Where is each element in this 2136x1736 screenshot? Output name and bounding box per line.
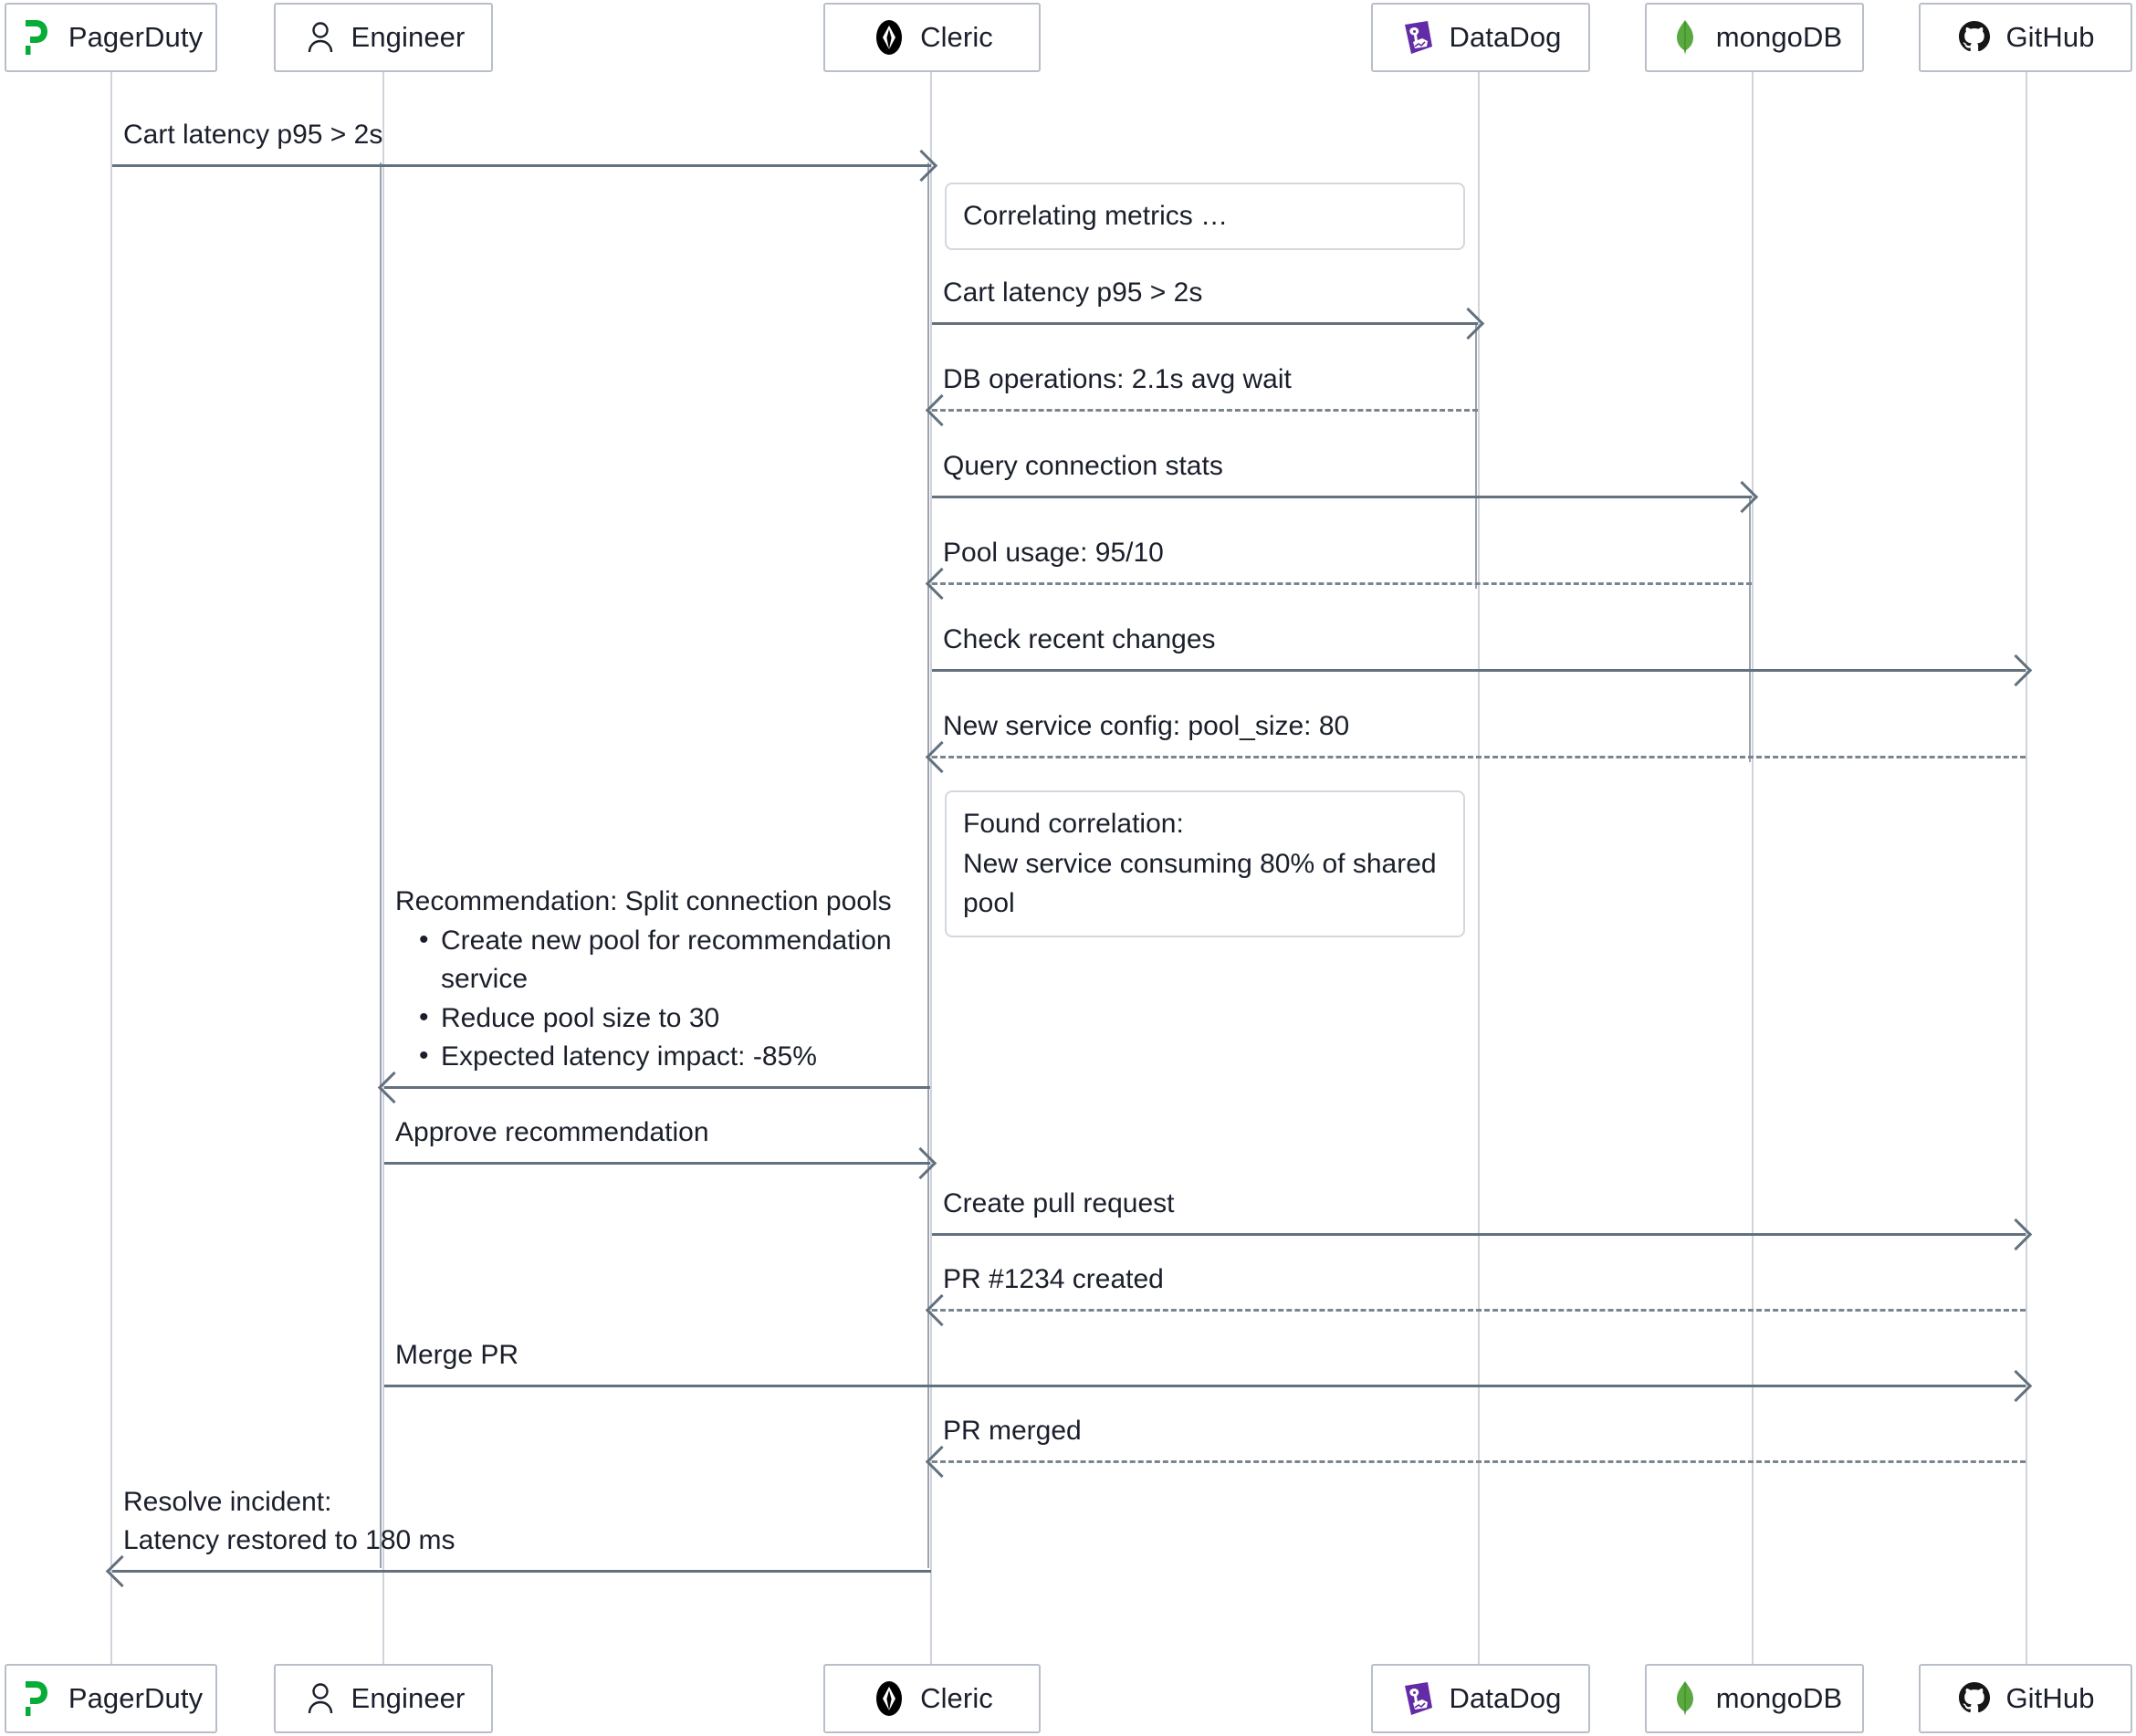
- datadog-icon: [1399, 1680, 1436, 1717]
- participant-label: Engineer: [351, 1682, 466, 1714]
- pagerduty-icon: [19, 19, 56, 56]
- list-item: Create new pool for recommendation servi…: [419, 921, 930, 999]
- message-line: [932, 582, 1752, 585]
- participant-label: Engineer: [351, 21, 466, 53]
- datadog-icon: [1399, 19, 1436, 56]
- message-line: [932, 1309, 2026, 1312]
- message-line: [932, 756, 2026, 758]
- lifeline-engineer: [382, 69, 384, 1665]
- participant-label: DataDog: [1449, 21, 1562, 53]
- github-icon: [1956, 19, 1993, 56]
- participant-header-pagerduty[interactable]: PagerDuty: [5, 3, 217, 72]
- mongodb-icon: [1667, 1680, 1703, 1717]
- message-label: Pool usage: 95/10: [943, 538, 1164, 569]
- participant-label: Cleric: [920, 21, 993, 53]
- message-line: [112, 164, 931, 167]
- message-label: Approve recommendation: [395, 1117, 709, 1148]
- participant-footer-cleric[interactable]: Cleric: [823, 1664, 1041, 1733]
- list-item: Reduce pool size to 30: [419, 999, 930, 1039]
- message-label: Cart latency p95 > 2s: [943, 277, 1203, 309]
- mongodb-icon: [1667, 19, 1703, 56]
- message-label: Create pull request: [943, 1188, 1175, 1219]
- participant-header-cleric[interactable]: Cleric: [823, 3, 1041, 72]
- participant-label: DataDog: [1449, 1682, 1562, 1714]
- lifeline-pagerduty: [110, 69, 112, 1665]
- participant-footer-engineer[interactable]: Engineer: [274, 1664, 493, 1733]
- message-line: [932, 669, 2026, 672]
- person-icon: [302, 19, 339, 56]
- recommendation-title: Recommendation: Split connection pools: [395, 886, 892, 917]
- message-label: Merge PR: [395, 1340, 519, 1371]
- participant-label: mongoDB: [1715, 1682, 1843, 1714]
- lifeline-mongodb: [1752, 69, 1754, 1665]
- resolve-line-1: Resolve incident:: [123, 1486, 332, 1517]
- message-line: [384, 1162, 930, 1165]
- message-label: DB operations: 2.1s avg wait: [943, 364, 1292, 395]
- cleric-icon: [871, 19, 907, 56]
- message-label: Query connection stats: [943, 451, 1223, 482]
- recommendation-bullet-list: Create new pool for recommendation servi…: [395, 921, 930, 1077]
- pagerduty-icon: [19, 1680, 56, 1717]
- message-label: PR #1234 created: [943, 1264, 1164, 1295]
- message-line: [932, 496, 1752, 498]
- lifeline-cleric: [930, 69, 932, 1665]
- message-line: [384, 1086, 930, 1089]
- participant-footer-mongodb[interactable]: mongoDB: [1645, 1664, 1864, 1733]
- cleric-icon: [871, 1680, 907, 1717]
- participant-label: Cleric: [920, 1682, 993, 1714]
- message-line: [384, 1385, 2026, 1387]
- participant-header-datadog[interactable]: DataDog: [1371, 3, 1590, 72]
- message-line: [932, 322, 1478, 325]
- activation-bar-mongodb: [1749, 497, 1751, 762]
- arrowhead-right-icon: [905, 149, 938, 183]
- activation-bar-engineer: [380, 162, 382, 1568]
- message-label: Cart latency p95 > 2s: [123, 120, 383, 151]
- message-label: Resolve incident: Latency restored to 18…: [123, 1483, 455, 1561]
- participant-label: PagerDuty: [68, 1682, 204, 1714]
- message-label: Check recent changes: [943, 624, 1216, 655]
- message-line: [932, 409, 1478, 412]
- participant-footer-datadog[interactable]: DataDog: [1371, 1664, 1590, 1733]
- participant-header-github[interactable]: GitHub: [1919, 3, 2132, 72]
- message-label: PR merged: [943, 1416, 1082, 1447]
- lifeline-github: [2026, 69, 2027, 1665]
- message-label: Recommendation: Split connection pools C…: [395, 883, 930, 1077]
- participant-label: mongoDB: [1715, 21, 1843, 53]
- resolve-line-2: Latency restored to 180 ms: [123, 1525, 455, 1556]
- participant-label: PagerDuty: [68, 21, 204, 53]
- github-icon: [1956, 1680, 1993, 1717]
- activation-bar-cleric: [927, 162, 929, 1568]
- note-correlating-metrics: Correlating metrics …: [945, 183, 1465, 250]
- message-line: [112, 1570, 931, 1573]
- participant-label: GitHub: [2005, 1682, 2095, 1714]
- note-line-3: pool: [963, 888, 1015, 918]
- note-text: Correlating metrics …: [963, 201, 1229, 231]
- message-line: [932, 1233, 2026, 1236]
- message-label: New service config: pool_size: 80: [943, 711, 1350, 742]
- participant-footer-pagerduty[interactable]: PagerDuty: [5, 1664, 217, 1733]
- participant-header-engineer[interactable]: Engineer: [274, 3, 493, 72]
- message-line: [932, 1460, 2026, 1463]
- note-line-1: Found correlation:: [963, 809, 1184, 839]
- participant-footer-github[interactable]: GitHub: [1919, 1664, 2132, 1733]
- participant-label: GitHub: [2005, 21, 2095, 53]
- activation-bar-datadog: [1475, 324, 1477, 589]
- lifeline-datadog: [1478, 69, 1480, 1665]
- note-found-correlation: Found correlation: New service consuming…: [945, 790, 1465, 937]
- person-icon: [302, 1680, 339, 1717]
- participant-header-mongodb[interactable]: mongoDB: [1645, 3, 1864, 72]
- note-line-2: New service consuming 80% of shared: [963, 848, 1437, 879]
- list-item: Expected latency impact: -85%: [419, 1037, 930, 1077]
